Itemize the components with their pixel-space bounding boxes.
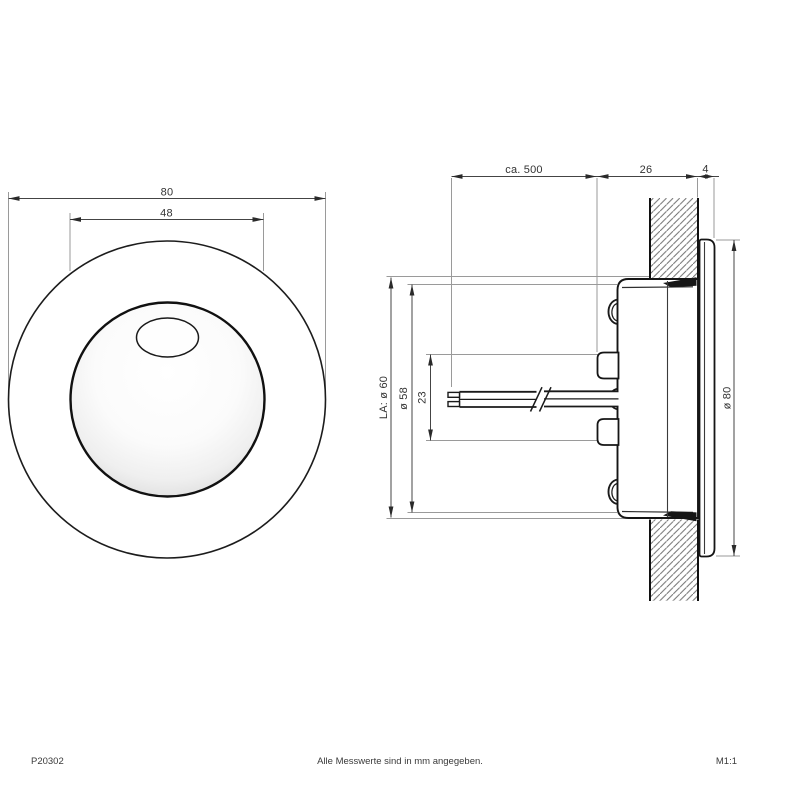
arrow-up-icon [731, 240, 737, 251]
mounting-clip-lower [607, 478, 618, 505]
arrow-down-icon [409, 501, 415, 513]
connection-cable [447, 386, 619, 412]
mounting-clip-upper [607, 298, 618, 325]
housing-body [616, 277, 699, 522]
front-extension-lines [8, 192, 326, 397]
side-view: ca. 500 26 4 LA: ø 60 ø 58 [378, 164, 740, 601]
terminal-block-upper [596, 351, 620, 380]
dim-trim-thickness-label: 4 [702, 164, 708, 176]
dim-dome-diameter-label: 48 [160, 208, 173, 220]
wall-section-upper [649, 198, 699, 280]
dim-cable-length-label: ca. 500 [505, 164, 542, 176]
dome-highlight [135, 317, 200, 358]
arrow-right-icon [252, 217, 264, 222]
arrow-up-icon [409, 284, 415, 296]
dim-trim-diameter: ø 80 [722, 240, 737, 556]
dim-outer-diameter: 80 [8, 187, 326, 201]
dim-housing-diameter: ø 58 [398, 284, 415, 513]
scale-label: M1:1 [716, 756, 737, 767]
trim-bezel [698, 238, 716, 558]
dim-trim-diameter-label: ø 80 [722, 387, 734, 410]
front-view: 80 48 [7, 187, 327, 559]
arrow-right-icon [585, 174, 597, 179]
article-number: P20302 [31, 756, 64, 767]
arrow-down-icon [428, 429, 433, 441]
arrow-up-icon [388, 277, 394, 289]
arrow-right-icon [705, 174, 714, 179]
wire-end-lower [447, 400, 461, 408]
terminal-block-lower [596, 418, 620, 446]
footer: P20302 Alle Messwerte sind in mm angegeb… [31, 756, 737, 767]
arrow-left-icon [597, 174, 609, 179]
arrow-up-icon [428, 354, 433, 366]
dim-cutout: LA: ø 60 [378, 277, 394, 518]
side-extension-lines [386, 178, 740, 557]
dim-cutout-label: LA: ø 60 [378, 376, 390, 419]
cable-break-marks [529, 386, 552, 412]
dim-housing-diameter-label: ø 58 [398, 387, 410, 410]
dim-top-chain: ca. 500 26 4 [451, 164, 719, 179]
arrow-left-icon [70, 217, 81, 222]
arrow-right-icon [314, 196, 326, 201]
arrow-right-icon [686, 174, 697, 179]
dim-terminal-span: 23 [417, 354, 433, 441]
housing-rim-line-top [621, 286, 694, 289]
arrow-left-icon [8, 196, 20, 201]
dim-recess-depth-label: 26 [640, 164, 653, 176]
wire-end-upper [447, 391, 461, 398]
wall-section-lower [649, 519, 699, 601]
arrow-left-icon [451, 174, 463, 179]
units-note: Alle Messwerte sind in mm angegeben. [317, 756, 483, 767]
housing-flange-shadow-bottom [663, 511, 697, 522]
glass-dome [69, 301, 266, 498]
dim-outer-diameter-label: 80 [161, 187, 174, 199]
dim-terminal-span-label: 23 [417, 391, 429, 404]
dim-dome-diameter: 48 [70, 208, 264, 222]
arrow-down-icon [388, 506, 394, 518]
arrow-down-icon [731, 545, 737, 556]
housing-flange-shadow-top [663, 277, 697, 288]
